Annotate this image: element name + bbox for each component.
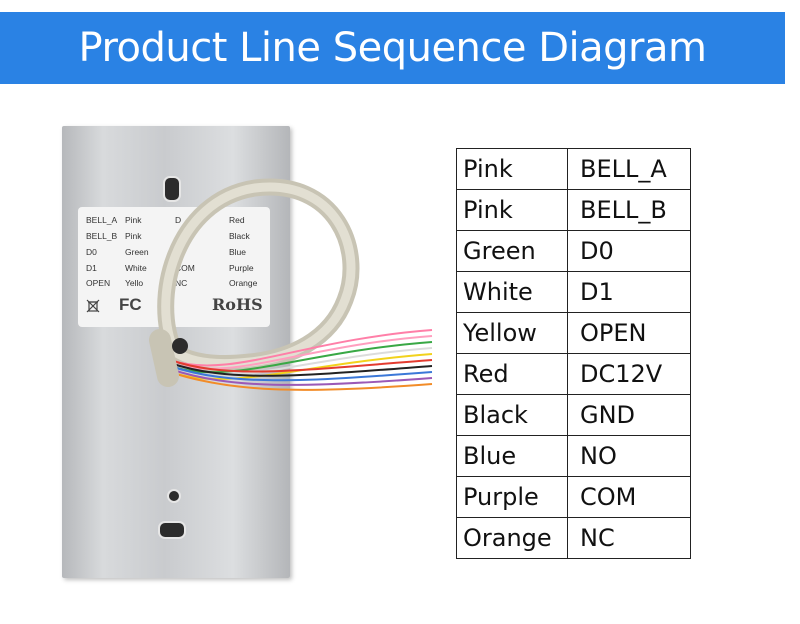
wire-color-cell: Pink (456, 148, 568, 190)
wire-strand (169, 365, 433, 382)
wire-signal-cell: OPEN (567, 312, 691, 354)
label-text: D0 (86, 247, 97, 257)
wire-strand (169, 335, 433, 370)
label-text: Blue (229, 247, 247, 257)
wire-signal-cell: GND (567, 394, 691, 436)
wire-strand (169, 347, 433, 377)
wire-color-cell: Orange (456, 517, 568, 559)
label-text: D (175, 215, 182, 225)
label-text: BELL_B (86, 231, 118, 241)
wire-signal-cell: DC12V (567, 353, 691, 395)
cable-loop-highlight (161, 182, 356, 369)
rohs-logo: RoHS (212, 295, 263, 314)
label-text: Orange (229, 278, 258, 288)
label-text: Pink (125, 215, 142, 225)
wire-strand (169, 371, 433, 391)
bottom-screw-slot (158, 521, 186, 539)
label-text: NC (175, 278, 188, 288)
wire-color-cell: Yellow (456, 312, 568, 354)
wire-strand (169, 329, 433, 367)
wire-color-cell: Pink (456, 189, 568, 231)
label-text: Yello (125, 278, 144, 288)
label-text: Pink (125, 231, 142, 241)
certification-marks: FC RoHS (86, 295, 266, 319)
label-text: Purple (229, 263, 254, 273)
label-text: OPEN (86, 278, 111, 288)
wire-signal-cell: D1 (567, 271, 691, 313)
cable-grommet (172, 338, 188, 354)
wire-color-cell: Red (456, 353, 568, 395)
wire-strand (169, 353, 433, 381)
reader-device (62, 126, 290, 578)
wire-signal-cell: NC (567, 517, 691, 559)
wire-signal-cell: D0 (567, 230, 691, 272)
label-text: Red (229, 215, 245, 225)
wire-color-cell: Black (456, 394, 568, 436)
wire-signal-cell: NO (567, 435, 691, 477)
wire-strand (169, 368, 433, 386)
wire-bundle (169, 329, 433, 391)
title-banner (0, 12, 785, 84)
wire-strand (169, 362, 433, 377)
wire-color-cell: Blue (456, 435, 568, 477)
label-text: Green (125, 247, 149, 257)
wire-signal-cell: BELL_B (567, 189, 691, 231)
label-text: BELL_A (86, 215, 118, 225)
label-text: Black (229, 231, 250, 241)
fc-logo: FC (119, 295, 142, 314)
wire-color-cell: Purple (456, 476, 568, 518)
page-title: Product Line Sequence Diagram (78, 25, 707, 71)
label-text: COM (175, 263, 195, 273)
wire-strand (169, 341, 433, 374)
wire-color-cell: Green (456, 230, 568, 272)
wire-strand (169, 359, 433, 373)
lower-screw-hole (167, 489, 181, 503)
cable-entry (149, 329, 179, 387)
label-text: D1 (86, 263, 97, 273)
wire-color-cell: White (456, 271, 568, 313)
label-text: White (125, 263, 147, 273)
wire-signal-cell: COM (567, 476, 691, 518)
wire-signal-cell: BELL_A (567, 148, 691, 190)
weee-bin-icon (86, 299, 100, 313)
top-screw-slot (163, 176, 181, 202)
